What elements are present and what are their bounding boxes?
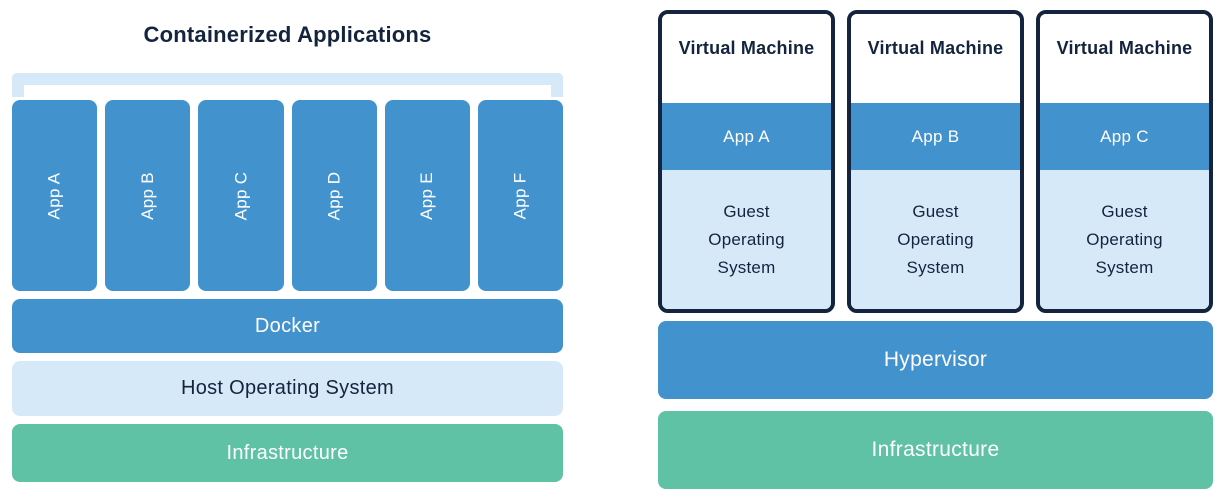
vm-2-guest-os-label: Guest Operating System (897, 201, 974, 277)
virtual-machine-1: Virtual Machine App A Guest Operating Sy… (658, 10, 835, 313)
container-app-b-label: App B (137, 171, 157, 220)
vm-3-guest-os: Guest Operating System (1040, 170, 1209, 309)
virtual-machines-row: Virtual Machine App A Guest Operating Sy… (658, 10, 1213, 313)
vm-1-guest-os-label: Guest Operating System (708, 201, 785, 277)
host-operating-system-layer: Host Operating System (12, 361, 563, 416)
vm-3-app-band: App C (1040, 103, 1209, 170)
container-app-a-label: App A (44, 172, 64, 219)
virtual-machine-2-title: Virtual Machine (851, 14, 1020, 103)
container-app-c: App C (198, 100, 284, 291)
vm-2-app-band: App B (851, 103, 1020, 170)
docker-layer: Docker (12, 299, 563, 353)
container-app-e-label: App E (417, 171, 437, 220)
infrastructure-right-label: Infrastructure (871, 438, 1000, 461)
container-app-d: App D (291, 100, 377, 291)
vm-1-app-label: App A (723, 126, 770, 146)
vm-3-guest-os-label: Guest Operating System (1086, 201, 1163, 277)
hypervisor-layer: Hypervisor (658, 321, 1213, 399)
container-app-a: App A (12, 100, 98, 291)
container-app-b: App B (105, 100, 191, 291)
host-operating-system-label: Host Operating System (180, 377, 395, 399)
container-app-e: App E (384, 100, 470, 291)
infrastructure-layer-right: Infrastructure (658, 411, 1213, 489)
infrastructure-left-label: Infrastructure (226, 441, 349, 464)
virtual-machine-3-title: Virtual Machine (1040, 14, 1209, 103)
infrastructure-layer-left: Infrastructure (12, 424, 563, 482)
vm-2-guest-os: Guest Operating System (851, 170, 1020, 309)
container-app-f: App F (477, 100, 564, 291)
containerized-applications-title: Containerized Applications (143, 22, 432, 47)
containers-bracket (12, 73, 563, 97)
container-app-c-label: App C (230, 171, 250, 220)
container-apps-row: App A App B App C App D App E App F (12, 100, 564, 291)
vm-3-app-label: App C (1100, 126, 1149, 146)
virtual-machine-3: Virtual Machine App C Guest Operating Sy… (1036, 10, 1213, 313)
vm-1-app-band: App A (662, 103, 831, 170)
hypervisor-label: Hypervisor (883, 348, 988, 371)
container-app-d-label: App D (324, 171, 344, 220)
virtual-machine-2: Virtual Machine App B Guest Operating Sy… (847, 10, 1024, 313)
vm-1-guest-os: Guest Operating System (662, 170, 831, 309)
docker-layer-label: Docker (254, 314, 321, 337)
vm-2-app-label: App B (911, 126, 960, 146)
virtual-machine-1-title: Virtual Machine (662, 14, 831, 103)
container-app-f-label: App F (510, 172, 530, 219)
